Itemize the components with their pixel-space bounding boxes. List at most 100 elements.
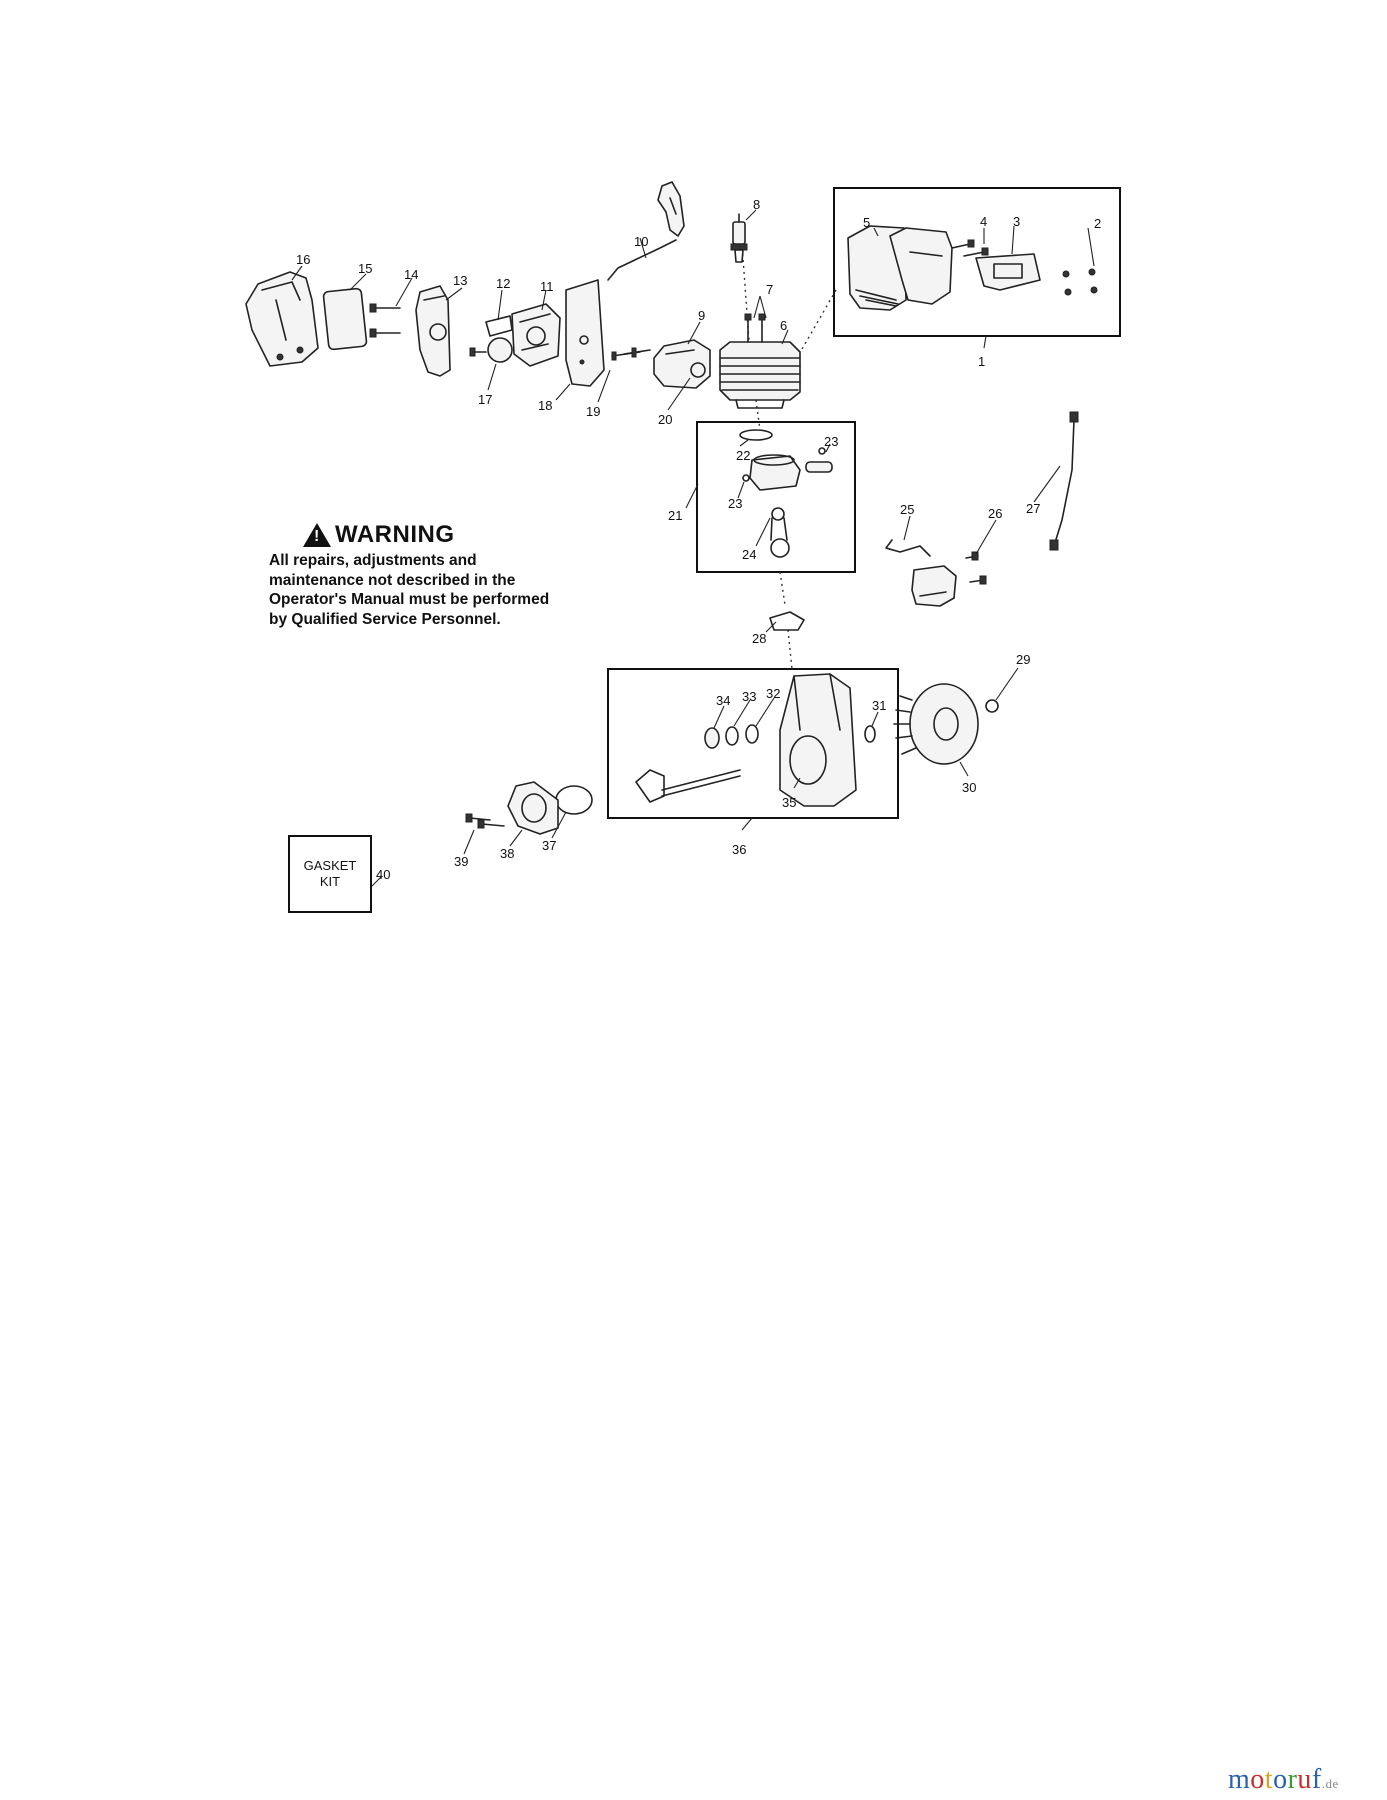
logo-letter: r: [1287, 1764, 1298, 1795]
cylinder-screws-part: [744, 313, 766, 343]
warning-triangle-icon: [303, 523, 331, 547]
seal-31-part: [864, 725, 876, 743]
gasket-12-part: [485, 315, 513, 337]
callout-33: 33: [742, 689, 756, 704]
callout-23a: 23: [824, 434, 838, 449]
gasket-kit-line2: KIT: [320, 874, 340, 889]
callout-21: 21: [668, 508, 682, 523]
callout-35: 35: [782, 795, 796, 810]
callout-13: 13: [453, 273, 467, 288]
callout-28: 28: [752, 631, 766, 646]
callout-10: 10: [634, 234, 648, 249]
logo-letter: u: [1297, 1764, 1312, 1795]
warning-title: WARNING: [335, 521, 455, 548]
spark-plug-wire-part: [1049, 411, 1079, 551]
crankcase-assembly-box: [607, 668, 899, 819]
callout-20: 20: [658, 412, 672, 427]
callout-31: 31: [872, 698, 886, 713]
callout-11: 11: [540, 279, 554, 294]
muffler-bolts-part: [951, 239, 989, 257]
cover-screws-part: [465, 813, 505, 829]
crankcase-part: [779, 673, 857, 807]
piston-ring-part: [739, 429, 773, 441]
logo-letter: o: [1250, 1764, 1265, 1795]
callout-4: 4: [980, 214, 987, 229]
spark-plug-part: [730, 213, 748, 263]
callout-27: 27: [1026, 501, 1040, 516]
callout-24: 24: [742, 547, 756, 562]
callout-34: 34: [716, 693, 730, 708]
callout-3: 3: [1013, 214, 1020, 229]
base-gasket-part: [769, 611, 805, 631]
piston-axis-lower: [787, 629, 793, 670]
callout-8: 8: [753, 197, 760, 212]
callout-32: 32: [766, 686, 780, 701]
logo-letter: t: [1264, 1764, 1274, 1795]
callout-18: 18: [538, 398, 552, 413]
flywheel-part: [893, 683, 979, 765]
callout-9: 9: [698, 308, 705, 323]
piston-pin-part: [742, 447, 833, 482]
callout-22: 22: [736, 448, 750, 463]
o-ring-37-part: [555, 785, 593, 815]
callout-5: 5: [863, 215, 870, 230]
motoruf-logo[interactable]: motoruf.de: [1228, 1764, 1339, 1796]
muffler-gasket-part: [975, 253, 1041, 291]
logo-letter: f: [1311, 1764, 1322, 1795]
callout-16: 16: [296, 252, 310, 267]
piston-axis-upper: [779, 571, 786, 606]
callout-19: 19: [586, 404, 600, 419]
air-filter-part: [322, 287, 368, 351]
callout-39: 39: [454, 854, 468, 869]
bearings-part: [704, 724, 759, 749]
warning-notice: WARNING All repairs, adjustments and mai…: [269, 521, 569, 629]
logo-suffix: .de: [1321, 1776, 1339, 1791]
callout-36: 36: [732, 842, 746, 857]
screws-14-part: [369, 303, 401, 338]
carburetor-part: [511, 303, 561, 367]
leader-lines: [291, 209, 1095, 887]
flywheel-nut-part: [985, 699, 999, 713]
callout-6: 6: [780, 318, 787, 333]
muffler-assembly-box: [833, 187, 1121, 337]
callout-14: 14: [404, 267, 418, 282]
bolts-19-part: [611, 347, 651, 361]
logo-letter: m: [1228, 1764, 1251, 1795]
piston-part: [749, 454, 801, 491]
primer-part: [469, 337, 513, 363]
warning-body: All repairs, adjustments and maintenance…: [269, 552, 550, 628]
callout-29: 29: [1016, 652, 1030, 667]
callout-1: 1: [978, 354, 985, 369]
crankshaft-part: [635, 769, 741, 803]
ignition-coil-part: [885, 539, 957, 607]
callout-30: 30: [962, 780, 976, 795]
clip-20-part: [690, 362, 706, 378]
callout-26: 26: [988, 506, 1002, 521]
callout-7: 7: [766, 282, 773, 297]
gasket-kit-box: [288, 835, 372, 913]
throttle-cable-part: [607, 181, 685, 281]
callout-12: 12: [496, 276, 510, 291]
callout-25: 25: [900, 502, 914, 517]
callout-17: 17: [478, 392, 492, 407]
callout-23b: 23: [728, 496, 742, 511]
callout-2: 2: [1094, 216, 1101, 231]
coil-screws-part: [965, 551, 987, 585]
cylinder-part: [719, 341, 801, 409]
logo-letter: o: [1273, 1764, 1288, 1795]
muffler-screws-part: [1062, 268, 1098, 296]
piston-assembly-box: [696, 421, 856, 573]
warning-title-row: WARNING: [303, 521, 569, 549]
callout-40: 40: [376, 867, 390, 882]
callout-15: 15: [358, 261, 372, 276]
cylinder-axis: [755, 399, 761, 431]
air-filter-base-part: [415, 285, 451, 377]
muffler-part: [847, 225, 953, 311]
callout-38: 38: [500, 846, 514, 861]
air-filter-cover-part: [245, 271, 319, 367]
gasket-kit-line1: GASKET: [304, 858, 357, 873]
heat-shield-part: [565, 279, 605, 387]
connecting-rod-part: [770, 507, 790, 558]
callout-37: 37: [542, 838, 556, 853]
